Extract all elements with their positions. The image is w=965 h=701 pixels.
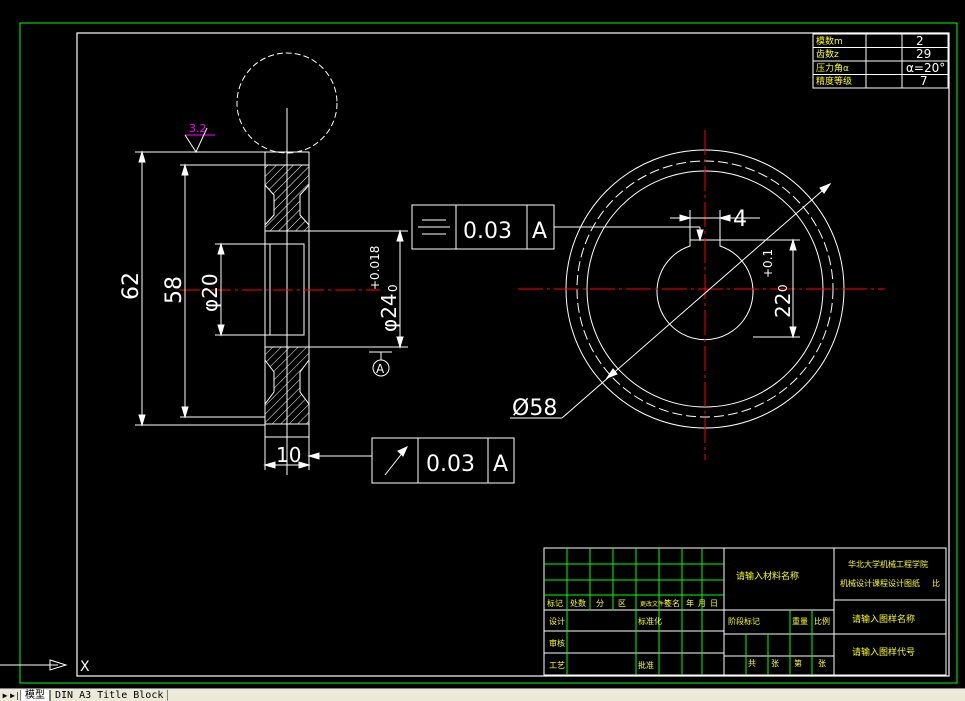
ucs-icon — [0, 659, 68, 671]
dim-20-lines — [215, 242, 270, 337]
tb-row-design: 设计 — [549, 616, 565, 626]
tb-school: 华北大学机械工程学院 — [848, 559, 928, 569]
tb-sheets-2: 第 — [794, 658, 802, 668]
tb-drawing-name: 请输入图样名称 — [852, 613, 915, 625]
roughness-value: 3.2 — [189, 122, 207, 135]
tb-header-4: 更改文件号 — [640, 600, 670, 608]
title-block-green-grid — [544, 548, 813, 675]
tb-sheets-0: 共 — [748, 659, 756, 668]
dim-24-tol: +0.018 — [368, 246, 382, 290]
tb-sheets-1: 张 — [771, 659, 779, 668]
tb-row-review: 审核 — [549, 638, 565, 648]
param-label-3: 精度等级 — [816, 75, 852, 87]
dim-58-lines — [180, 163, 265, 419]
param-value-2: α=20° — [906, 61, 945, 75]
fcf-symmetry-tolerance: 0.03 — [463, 219, 512, 244]
dim-d58-text: Ø58 — [512, 396, 557, 421]
dim-58-text: 58 — [162, 276, 187, 304]
param-value-3: 7 — [920, 74, 928, 88]
hatch-upper — [264, 164, 310, 232]
ucs-x-label: X — [80, 659, 90, 675]
tb-material: 请输入材料名称 — [736, 570, 799, 582]
tb-row-process: 工艺 — [549, 661, 565, 670]
dim-d58-leader — [510, 182, 832, 419]
fcf-runout-tolerance: 0.03 — [426, 452, 475, 477]
dim-key-22-tol: +0.1 — [761, 249, 775, 278]
tab-din-a3[interactable]: DIN A3 Title Block — [50, 689, 169, 701]
dim-24-text: φ24 — [377, 293, 401, 332]
dim-10-lines — [263, 437, 372, 470]
param-label-1: 齿数z — [816, 48, 839, 60]
tb-header-2: 分 — [596, 599, 604, 608]
datum-a-label: A — [376, 362, 385, 376]
tb-stage: 阶段标记 — [728, 616, 760, 626]
tb-scale-label: 比 — [932, 578, 940, 588]
layout-tab-bar: ▶ ▶| 模型 DIN A3 Title Block — [0, 688, 965, 701]
tb-header-6: 年 — [686, 598, 694, 608]
tb-header-3: 区 — [618, 599, 626, 608]
tb-header-8: 日 — [710, 599, 718, 608]
drawing-frame — [76, 32, 950, 677]
dim-20-text: φ20 — [198, 273, 222, 312]
dim-10-text: 10 — [276, 443, 301, 467]
hatch-lower — [264, 346, 310, 425]
viewport-border — [19, 22, 958, 684]
dim-62-text: 62 — [119, 272, 144, 300]
dim-key-4-lines — [670, 210, 760, 240]
dim-key-22-text: 22 — [771, 293, 795, 318]
dim-24-tol-zero: 0 — [386, 284, 400, 292]
tb-header-0: 标记 — [547, 598, 563, 608]
datum-a-symbol — [369, 351, 392, 377]
tb-header-1: 处数 — [570, 598, 586, 608]
tb-drawing-code: 请输入图样代号 — [852, 646, 915, 658]
param-value-1: 29 — [916, 47, 931, 61]
dim-24-lines — [309, 229, 408, 349]
dim-key-4-text: 4 — [733, 207, 747, 232]
param-value-0: 2 — [916, 34, 924, 48]
tb-ratio: 比例 — [814, 616, 830, 626]
fcf-runout-datum: A — [493, 452, 508, 477]
tb-approve: 批准 — [638, 660, 654, 670]
fcf-runout-frame — [371, 437, 515, 484]
param-label-0: 模数m — [816, 35, 843, 47]
tab-nav-next-icon[interactable]: ▶ — [2, 690, 8, 700]
dim-key-22-lines — [720, 238, 800, 339]
param-label-2: 压力角α — [816, 62, 849, 74]
title-block-grid — [543, 547, 947, 676]
tb-weight: 重量 — [792, 616, 808, 626]
tb-header-7: 月 — [698, 599, 706, 608]
tab-model[interactable]: 模型 — [20, 689, 50, 701]
roughness-symbol — [184, 127, 265, 154]
tb-std: 标准化 — [638, 616, 662, 626]
fcf-symmetry-datum: A — [532, 219, 547, 244]
tb-subtitle: 机械设计课程设计图纸 — [840, 578, 920, 588]
tb-header-5: 签名 — [664, 598, 680, 608]
pitch-circle-dashed — [236, 52, 338, 154]
fcf-symmetry-frame — [411, 204, 704, 250]
parameter-table — [812, 33, 949, 89]
dim-key-22-tol-zero: 0 — [776, 284, 790, 292]
tab-nav-last-icon[interactable]: ▶| — [10, 690, 20, 700]
tb-sheets-3: 张 — [818, 659, 826, 668]
